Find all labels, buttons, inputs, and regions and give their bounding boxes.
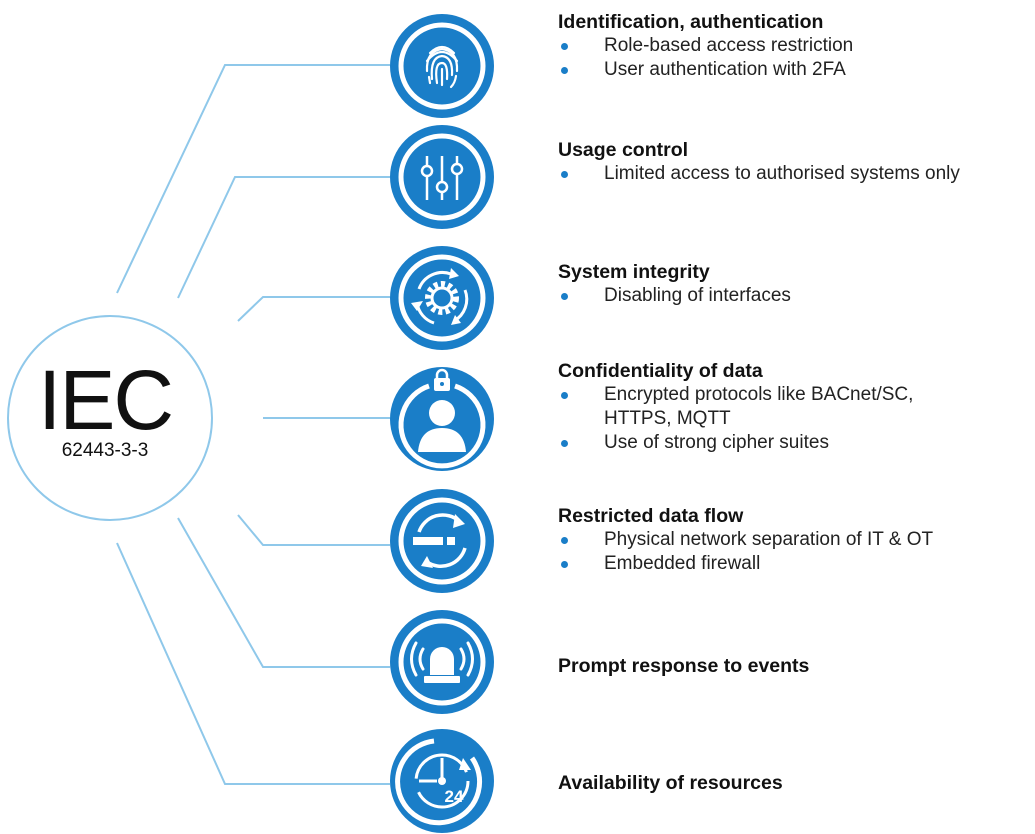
section-title: System integrity <box>558 261 710 283</box>
list-item: Encrypted protocols like BACnet/SC, HTTP… <box>558 383 964 431</box>
hub-subtitle: 62443-3-3 <box>61 440 149 461</box>
section-prompt-response: Prompt response to events <box>558 654 1028 678</box>
list-item: Disabling of interfaces <box>558 284 1028 308</box>
bullet-text: Limited access to authorised systems onl… <box>604 163 960 184</box>
bullet-list: Limited access to authorised systems onl… <box>558 162 1028 186</box>
list-item: Physical network separation of IT & OT <box>558 528 1028 552</box>
hub-title: IEC <box>37 353 174 447</box>
bullet-list: Role-based access restriction User authe… <box>558 34 1028 82</box>
list-item: User authentication with 2FA <box>558 58 1028 82</box>
list-item: Embedded firewall <box>558 552 1028 576</box>
clock-24-icon: 24 <box>389 728 495 834</box>
bullet-text: User authentication with 2FA <box>604 59 846 80</box>
section-title: Prompt response to events <box>558 655 810 677</box>
connector-line-3 <box>237 296 390 322</box>
section-title: Restricted data flow <box>558 505 744 527</box>
alarm-light-icon <box>389 609 495 715</box>
bullet-text: Physical network separation of IT & OT <box>604 529 934 550</box>
connector-line-7 <box>116 542 390 785</box>
bullet-dot <box>561 537 568 544</box>
hub-circle <box>7 315 213 521</box>
bullet-dot <box>561 440 568 447</box>
section-restricted-data-flow: Restricted data flow Physical network se… <box>558 504 1028 576</box>
locked-user-icon <box>389 366 495 472</box>
section-title: Identification, authentication <box>558 11 824 33</box>
connector-line-1 <box>116 64 390 294</box>
section-title: Confidentiality of data <box>558 360 763 382</box>
section-usage-control: Usage control Limited access to authoris… <box>558 138 1028 186</box>
bullet-dot <box>561 67 568 74</box>
section-identification: Identification, authentication Role-base… <box>558 10 1028 82</box>
clock-badge-text: 24 <box>445 787 464 806</box>
bullet-text: Use of strong cipher suites <box>604 432 829 453</box>
bullet-text: Encrypted protocols like BACnet/SC, HTTP… <box>604 384 914 429</box>
section-title: Usage control <box>558 139 689 161</box>
bullet-dot <box>561 171 568 178</box>
sliders-icon <box>389 124 495 230</box>
bullet-text: Role-based access restriction <box>604 35 854 56</box>
bullet-dot <box>561 293 568 300</box>
section-system-integrity: System integrity Disabling of interfaces <box>558 260 1028 308</box>
section-availability: Availability of resources <box>558 771 1028 795</box>
bullet-dot <box>561 43 568 50</box>
connector-line-6 <box>177 517 390 668</box>
bullet-dot <box>561 392 568 399</box>
bullet-text: Embedded firewall <box>604 553 761 574</box>
bullet-dot <box>561 561 568 568</box>
flow-arrows-icon <box>389 488 495 594</box>
connector-line-2 <box>177 176 390 299</box>
gear-cycle-icon <box>389 245 495 351</box>
bullet-text: Disabling of interfaces <box>604 285 791 306</box>
list-item: Limited access to authorised systems onl… <box>558 162 1028 186</box>
bullet-list: Physical network separation of IT & OT E… <box>558 528 1028 576</box>
bullet-list: Encrypted protocols like BACnet/SC, HTTP… <box>558 383 1028 455</box>
section-title: Availability of resources <box>558 772 783 794</box>
connector-line-5 <box>237 514 390 546</box>
list-item: Use of strong cipher suites <box>558 431 1028 455</box>
bullet-list: Disabling of interfaces <box>558 284 1028 308</box>
fingerprint-icon <box>389 13 495 119</box>
list-item: Role-based access restriction <box>558 34 1028 58</box>
section-confidentiality: Confidentiality of data Encrypted protoc… <box>558 359 1028 455</box>
